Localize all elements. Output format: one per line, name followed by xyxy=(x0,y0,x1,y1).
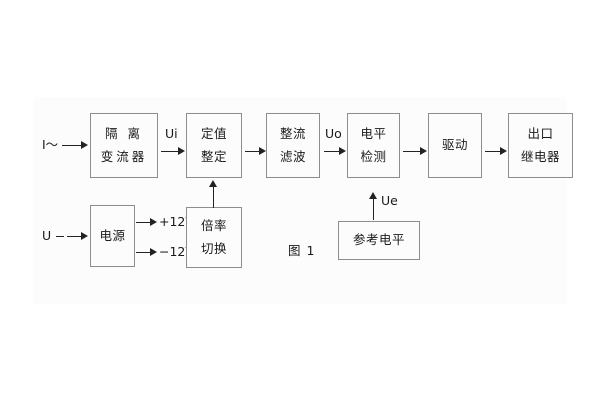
block-drive[interactable]: 驱动 xyxy=(428,113,482,178)
connector-rectify-to-level xyxy=(324,151,341,152)
signal-uo-label: Uo xyxy=(325,126,342,141)
connector-isolation-to-setting xyxy=(161,151,179,152)
block-output-relay-line-1: 出口 xyxy=(527,125,554,141)
connector-voltage-to-power xyxy=(67,236,82,237)
block-level-detect-line-2: 检测 xyxy=(360,149,387,164)
block-output-relay[interactable]: 出口 继电器 xyxy=(508,113,573,178)
block-level-detect[interactable]: 电平 检测 xyxy=(347,113,400,178)
arrow-up-icon xyxy=(369,192,377,199)
block-power-supply[interactable]: 电源 xyxy=(90,205,135,267)
block-drive-line-1: 驱动 xyxy=(441,137,468,153)
rail-positive-label: +12V xyxy=(159,214,194,229)
connector-multiplier-to-setting xyxy=(213,186,214,208)
current-input-label: I～ xyxy=(42,137,59,152)
block-multiplier-switch[interactable]: 倍率 切换 xyxy=(186,207,242,268)
block-rectify-filter-line-1: 整流 xyxy=(279,125,306,141)
arrow-right-icon xyxy=(178,147,185,155)
connector-drive-to-output xyxy=(485,151,502,152)
block-isolation-transformer-line-1: 隔 离 xyxy=(105,125,143,141)
connector-reference-to-level xyxy=(373,198,374,220)
signal-ui-label: Ui xyxy=(165,126,178,141)
arrow-right-icon xyxy=(339,147,346,155)
block-power-supply-line-1: 电源 xyxy=(99,227,126,243)
arrow-right-icon xyxy=(259,147,266,155)
signal-ue-label: Ue xyxy=(381,193,398,208)
block-reference-level[interactable]: 参考电平 xyxy=(338,221,420,260)
block-setting-value-line-2: 整定 xyxy=(200,149,227,164)
block-isolation-transformer-line-2: 变流器 xyxy=(100,149,148,164)
arrow-up-icon xyxy=(209,180,217,187)
block-reference-level-line-1: 参考电平 xyxy=(352,232,405,248)
arrow-right-icon xyxy=(81,232,88,240)
connector-level-to-drive xyxy=(403,151,421,152)
block-multiplier-switch-line-1: 倍率 xyxy=(200,217,227,233)
block-setting-value-line-1: 定值 xyxy=(200,125,227,141)
arrow-right-icon xyxy=(150,218,157,226)
block-rectify-filter[interactable]: 整流 滤波 xyxy=(266,113,320,178)
connector-rail-negative xyxy=(136,252,152,253)
block-level-detect-line-1: 电平 xyxy=(360,125,387,141)
block-output-relay-line-2: 继电器 xyxy=(520,149,560,164)
block-multiplier-switch-line-2: 切换 xyxy=(200,241,227,256)
block-setting-value[interactable]: 定值 整定 xyxy=(186,113,242,178)
connector-setting-to-rectify xyxy=(245,151,261,152)
voltage-input-label: U xyxy=(42,228,52,243)
arrow-right-icon xyxy=(150,248,157,256)
connector-current-to-isolation xyxy=(62,145,82,146)
block-isolation-transformer[interactable]: 隔 离 变流器 xyxy=(90,113,158,178)
figure-caption: 图 1 xyxy=(288,243,316,258)
block-rectify-filter-line-2: 滤波 xyxy=(279,149,306,164)
arrow-right-icon xyxy=(500,147,507,155)
rail-negative-label: −12V xyxy=(159,244,194,259)
arrow-right-icon xyxy=(420,147,427,155)
connector-voltage-dash xyxy=(56,236,64,237)
connector-rail-positive xyxy=(136,222,152,223)
arrow-right-icon xyxy=(81,141,88,149)
